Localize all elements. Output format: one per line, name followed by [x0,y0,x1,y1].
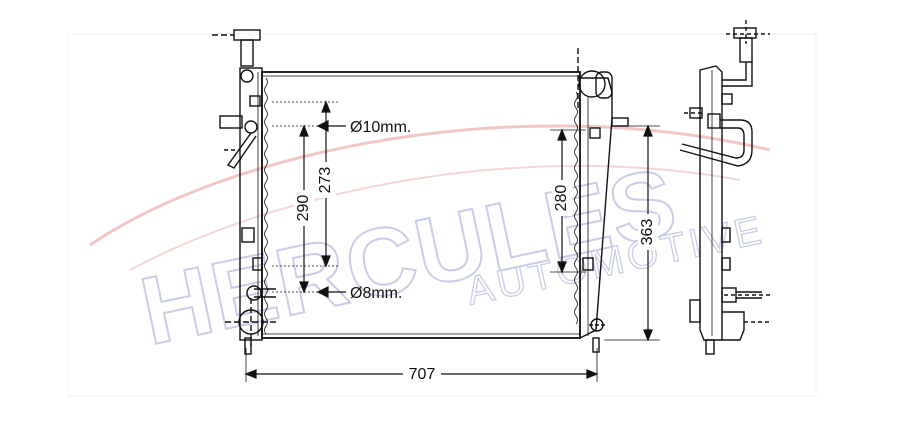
right-top-outlet [577,48,613,110]
dim-290-label: 290 [295,195,312,222]
pipe-lower-label: Ø8mm. [350,285,402,302]
dim-273-label: 273 [317,167,334,194]
side-hose [679,113,753,167]
right-bottom-drain [589,318,605,353]
side-filler [722,20,770,87]
side-lower-fitting [721,287,770,303]
radiator-core [261,71,581,339]
side-view [679,20,770,355]
watermark-swoosh [89,124,771,247]
dim-363-label: 363 [639,219,656,246]
lower-hose-fitting [246,285,276,301]
dim-707-label: 707 [409,366,436,383]
front-view [212,29,629,355]
drain-plug [225,298,277,355]
drawing-frame [67,33,817,397]
core-fin-left [264,77,268,335]
core-fin-right [574,91,578,325]
pipe-upper-label: Ø10mm. [350,119,411,136]
filler-cap [212,29,261,83]
watermark-swoosh-inner [129,164,741,271]
upper-hose-fitting [219,115,258,169]
dim-280-label: 280 [553,185,570,212]
